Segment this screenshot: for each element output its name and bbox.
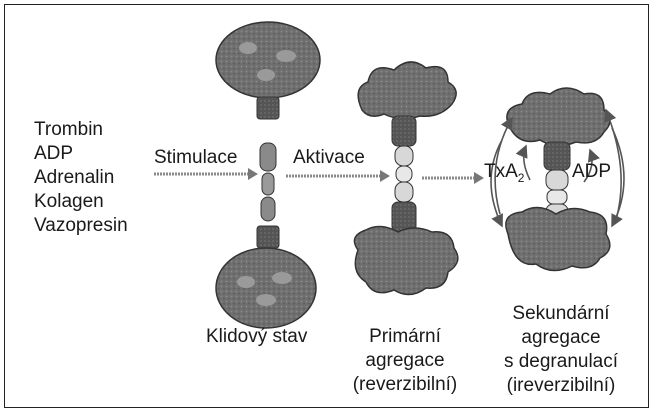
primary-fibrinogen-bridge: [395, 146, 413, 202]
agonist-item: Kolagen: [34, 190, 128, 214]
aggregation-arrow: [422, 172, 484, 184]
agonist-item: Trombin: [34, 118, 128, 142]
resting-platelet-top: [216, 22, 320, 119]
agonist-item: ADP: [34, 142, 128, 166]
resting-state-label: Klidový stav: [206, 325, 307, 349]
activated-platelet-top: [358, 62, 456, 146]
agonist-list: Trombin ADP Adrenalin Kolagen Vazopresin: [34, 118, 128, 238]
secondary-aggregation-label: Sekundární agregace s degranulací (ireve…: [486, 302, 636, 398]
resting-platelet-bottom: [216, 226, 316, 328]
agonist-item: Adrenalin: [34, 166, 128, 190]
secondary-platelet-top: [507, 88, 610, 170]
agonist-item: Vazopresin: [34, 214, 128, 238]
activation-arrow: [286, 170, 390, 182]
primary-aggregation-label: Primární agregace (reverzibilní): [330, 325, 480, 397]
stimulation-label: Stimulace: [154, 146, 237, 170]
resting-receptor-complex: [260, 143, 276, 221]
activated-platelet-bottom: [354, 202, 457, 295]
activation-label: Aktivace: [293, 146, 365, 170]
txa2-label: TxA2: [484, 160, 524, 184]
adp-label: ADP: [572, 160, 611, 184]
secondary-platelet-bottom: [506, 207, 610, 270]
